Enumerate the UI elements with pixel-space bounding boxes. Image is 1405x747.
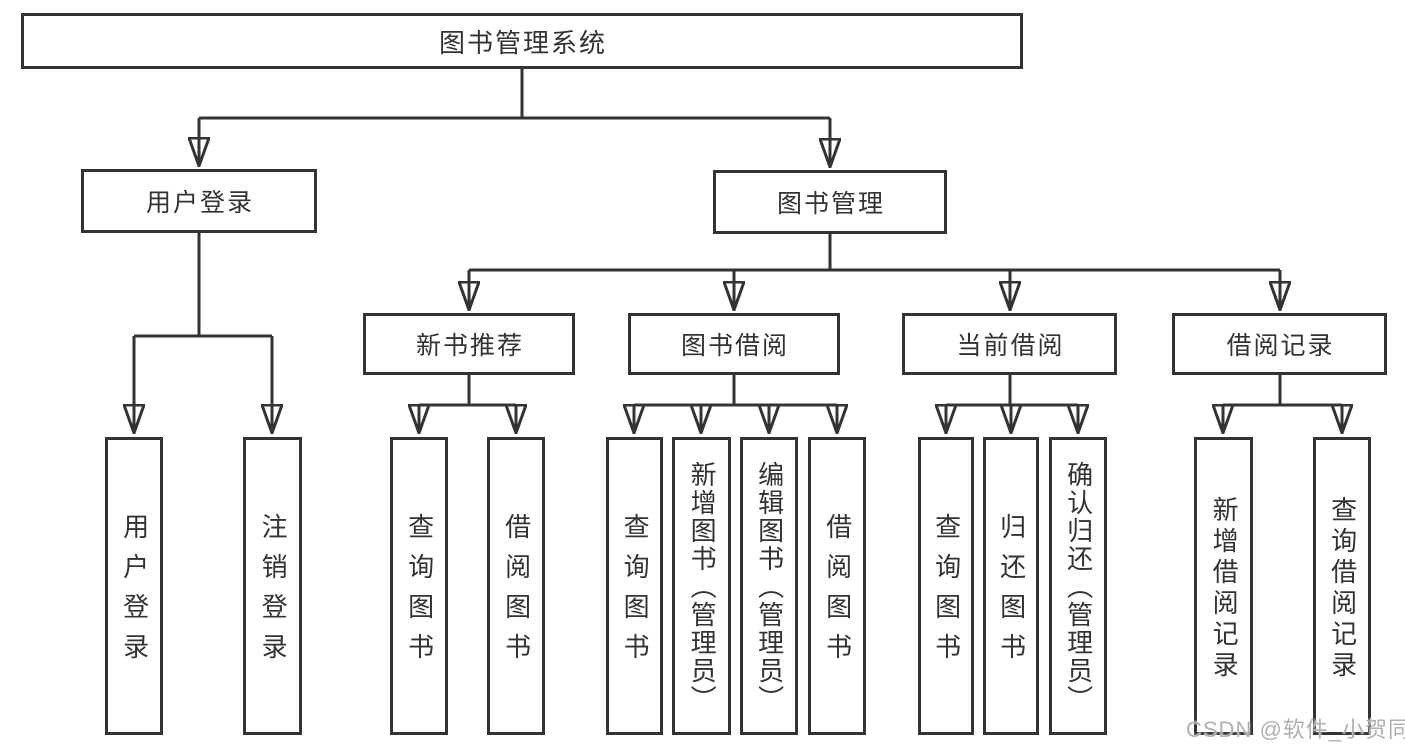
leaf-recommend-borrow-book-label: 借阅图书 [501, 513, 532, 673]
leaf-current-confirm-return-admin: 确认归还（管理员） [1049, 437, 1107, 735]
leaf-user-login: 用户登录 [105, 437, 163, 735]
node-book-management: 图书管理 [713, 170, 947, 234]
leaf-records-add-record: 新增借阅记录 [1194, 437, 1253, 735]
node-new-book-recommend-label: 新书推荐 [415, 332, 524, 360]
leaf-records-query-record: 查询借阅记录 [1313, 437, 1371, 735]
leaf-recommend-query-book-label: 查询图书 [404, 513, 435, 673]
node-book-management-label: 图书管理 [776, 190, 885, 218]
node-library-system: 图书管理系统 [21, 13, 1023, 69]
leaf-current-return-book: 归还图书 [983, 437, 1039, 735]
leaf-user-login-label: 用户登录 [119, 513, 150, 673]
node-book-borrow: 图书借阅 [628, 313, 840, 375]
connector-trunk-lines [134, 66, 1342, 407]
node-user-login: 用户登录 [81, 169, 317, 233]
leaf-borrow-borrow-book: 借阅图书 [808, 437, 866, 735]
node-new-book-recommend: 新书推荐 [363, 313, 575, 375]
leaf-borrow-borrow-book-label: 借阅图书 [822, 513, 853, 673]
node-current-borrow-label: 当前借阅 [956, 332, 1065, 360]
node-user-login-label: 用户登录 [145, 189, 254, 217]
leaf-logout-label: 注销登录 [258, 513, 289, 673]
csdn-watermark: CSDN @软件_小贺同学 [1186, 717, 1405, 742]
connector-arrow-lines [134, 118, 1342, 433]
leaf-records-add-record-label: 新增借阅记录 [1209, 495, 1240, 682]
leaf-borrow-query-book-label: 查询图书 [620, 513, 651, 673]
leaf-borrow-edit-book-admin-label: 编辑图书（管理员） [754, 461, 785, 713]
leaf-borrow-add-book-admin-label: 新增图书（管理员） [687, 461, 718, 713]
leaf-recommend-query-book: 查询图书 [390, 437, 448, 735]
leaf-current-query-book-label: 查询图书 [931, 513, 962, 673]
node-borrow-records: 借阅记录 [1172, 313, 1387, 375]
leaf-logout: 注销登录 [243, 437, 302, 735]
node-current-borrow: 当前借阅 [902, 313, 1117, 375]
leaf-borrow-add-book-admin: 新增图书（管理员） [672, 437, 731, 735]
leaf-current-confirm-return-admin-label: 确认归还（管理员） [1063, 461, 1094, 713]
node-book-borrow-label: 图书借阅 [680, 332, 789, 360]
node-library-system-label: 图书管理系统 [438, 27, 607, 58]
leaf-borrow-query-book: 查询图书 [606, 437, 663, 735]
leaf-current-query-book: 查询图书 [918, 437, 974, 735]
leaf-recommend-borrow-book: 借阅图书 [487, 437, 545, 735]
leaf-records-query-record-label: 查询借阅记录 [1327, 495, 1358, 682]
leaf-current-return-book-label: 归还图书 [996, 513, 1027, 673]
node-borrow-records-label: 借阅记录 [1226, 332, 1335, 360]
leaf-borrow-edit-book-admin: 编辑图书（管理员） [740, 437, 798, 735]
